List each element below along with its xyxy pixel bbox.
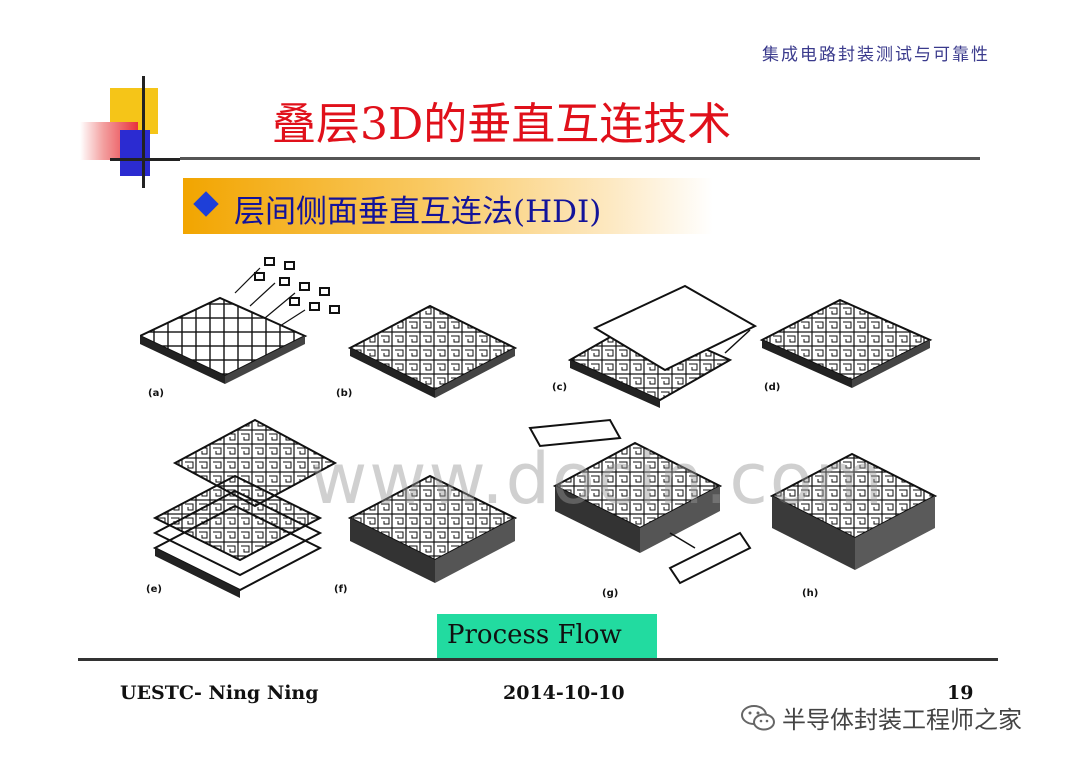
page-number: 19 <box>947 682 974 704</box>
panel-label-c: (c) <box>552 382 567 393</box>
panel-g-drawing <box>528 418 752 585</box>
logo-horizontal-line <box>110 158 180 161</box>
panel-label-b: (b) <box>336 388 352 399</box>
panel-label-d: (d) <box>764 382 780 393</box>
panel-label-f: (f) <box>334 584 348 595</box>
watermark: www.docin.com <box>310 438 885 520</box>
subtitle-highlight-band <box>183 178 713 234</box>
footer-author: UESTC- Ning Ning <box>120 682 319 704</box>
panel-label-g: (g) <box>602 588 618 599</box>
panel-label-h: (h) <box>802 588 818 599</box>
panel-label-a: (a) <box>148 388 164 399</box>
panel-b-drawing <box>347 304 518 398</box>
panel-a-drawing <box>140 257 340 384</box>
wechat-icon <box>741 705 775 731</box>
header-course-title: 集成电路封装测试与可靠性 <box>762 45 990 65</box>
logo-blue-block <box>120 130 150 176</box>
caption-box <box>437 614 657 659</box>
slide-title: 叠层3D的垂直互连技术 <box>272 99 732 150</box>
panel-c-drawing <box>567 284 758 408</box>
slide-subtitle: 层间侧面垂直互连法(HDI) <box>234 194 602 230</box>
logo-vertical-line <box>142 76 145 188</box>
panel-label-e: (e) <box>146 584 162 595</box>
panel-h-drawing <box>769 452 938 570</box>
figure-caption: Process Flow <box>447 620 622 650</box>
hdi-process-flow-figure: (a) (b) (c) (d) (e) (f) (g) (h) <box>140 257 938 599</box>
title-divider <box>180 157 980 160</box>
panel-e-drawing <box>152 418 338 598</box>
wechat-account-name: 半导体封装工程师之家 <box>782 706 1022 734</box>
panel-d-drawing <box>759 298 933 388</box>
footer-divider <box>78 658 998 661</box>
panel-f-drawing <box>347 474 518 583</box>
footer-date: 2014-10-10 <box>503 682 625 704</box>
